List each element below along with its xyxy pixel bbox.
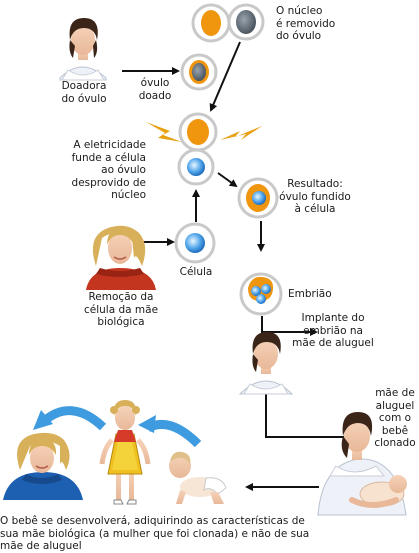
cycle-arrow-baby-to-child <box>145 420 202 448</box>
cell-label: Célula <box>179 266 213 278</box>
embryo-cell <box>239 272 283 316</box>
donated-egg <box>180 53 218 91</box>
implant-label: Implante do embrião na mãe de aluguel <box>292 312 374 349</box>
baby-crawling-icon <box>169 451 227 504</box>
result-label: Resultado: óvulo fundido à célula <box>279 178 351 215</box>
arrow-to-result <box>217 172 238 188</box>
woman-adult-clone-icon <box>3 432 83 500</box>
woman-surrogate-icon <box>238 332 294 395</box>
arrow-nucleus-removed <box>209 41 241 112</box>
embryo-label: Embrião <box>288 288 332 300</box>
electricity-label: A eletricidade funde a célula ao óvulo d… <box>71 139 146 201</box>
line-surrogate-to-clone <box>265 392 344 438</box>
lightning-icon <box>146 122 182 142</box>
fused-egg <box>237 177 279 219</box>
body-cell-small <box>177 148 215 186</box>
girl-child-icon <box>99 400 151 505</box>
donated-egg-label: óvulo doado <box>138 77 172 102</box>
removed-nucleus <box>227 3 265 41</box>
bottom-caption: O bebê se desenvolverá, adiquirindo as c… <box>0 515 310 552</box>
cycle-arrow-child-to-adult <box>40 406 107 431</box>
donor-body-cell <box>174 222 216 264</box>
nucleus-removed-label: O núcleo é removido do óvulo <box>276 5 336 42</box>
enucleated-egg <box>178 112 218 152</box>
lightning-icon <box>220 126 262 140</box>
cell-removal-label: Remoção da célula da mãe biológica <box>83 291 159 328</box>
egg-with-nucleus-top <box>191 3 231 43</box>
arrow-embryo-to-surrogate <box>261 316 318 336</box>
woman-surrogate-baby-icon <box>317 412 407 516</box>
woman-donor-icon <box>59 18 107 81</box>
woman-biological-mother-icon <box>86 225 156 290</box>
donor-label: Doadora do óvulo <box>61 80 107 105</box>
surrogate-label: mãe de aluguel com o bebê clonado <box>374 387 416 449</box>
